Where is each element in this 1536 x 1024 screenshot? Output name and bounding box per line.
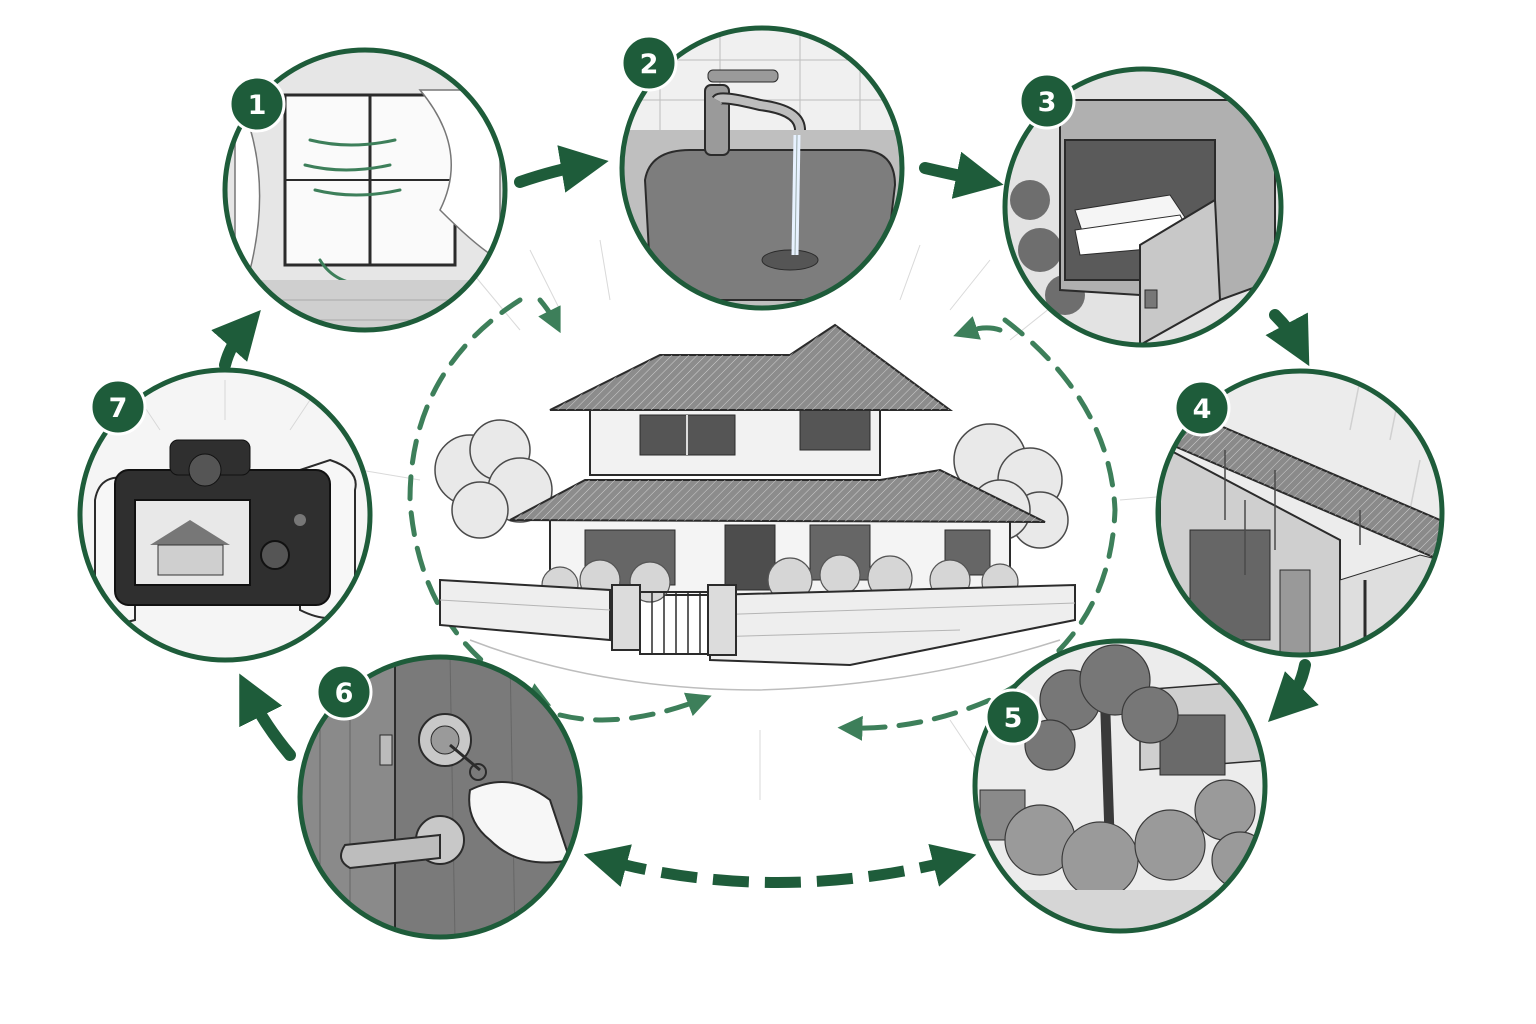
garden-shrubs-icon [975,641,1265,930]
dashed-arc-top-right [837,317,1118,741]
step-number-3: 3 [1038,87,1057,118]
arrow-6-to-7 [239,673,296,761]
step-5-circle[interactable] [972,638,1270,934]
arrow-2-to-3 [919,151,1004,199]
mailbox-icon [1005,69,1281,345]
outer-arrows [211,145,1319,761]
arrow-4-to-5 [1268,659,1319,722]
arrow-1-to-2 [514,145,609,193]
dashed-arc-bottom-left [557,692,712,723]
step-1-circle[interactable] [220,40,520,340]
step-badge-3: 3 [1018,72,1076,130]
step-number-4: 4 [1193,394,1212,425]
window-ventilation-icon [225,50,505,330]
step-number-5: 5 [1004,703,1023,734]
step-number-1: 1 [248,90,267,121]
step-7-circle[interactable] [77,367,373,663]
step-number-6: 6 [335,678,354,709]
step-badge-7: 7 [89,378,147,436]
inner-dashed-loop [407,297,1118,741]
arrow-3-to-4 [1265,309,1310,367]
dashed-arc-top-left-return [537,297,561,334]
step-number-7: 7 [109,393,128,424]
dashed-arc-top-left [407,297,552,706]
step-3-circle[interactable] [1000,60,1290,360]
step-number-2: 2 [640,49,659,80]
step-badge-5: 5 [984,688,1042,746]
step-badge-6: 6 [315,663,373,721]
step-badge-2: 2 [620,34,678,92]
step-badge-1: 1 [228,75,286,133]
center-house-illustration [434,323,1076,691]
arrow-5-to-6-dashed [583,843,977,888]
dashed-arc-top-return [953,316,1003,340]
step-badge-4: 4 [1173,379,1231,437]
camera-photo-icon [80,370,370,660]
arrow-7-to-1 [211,310,261,371]
